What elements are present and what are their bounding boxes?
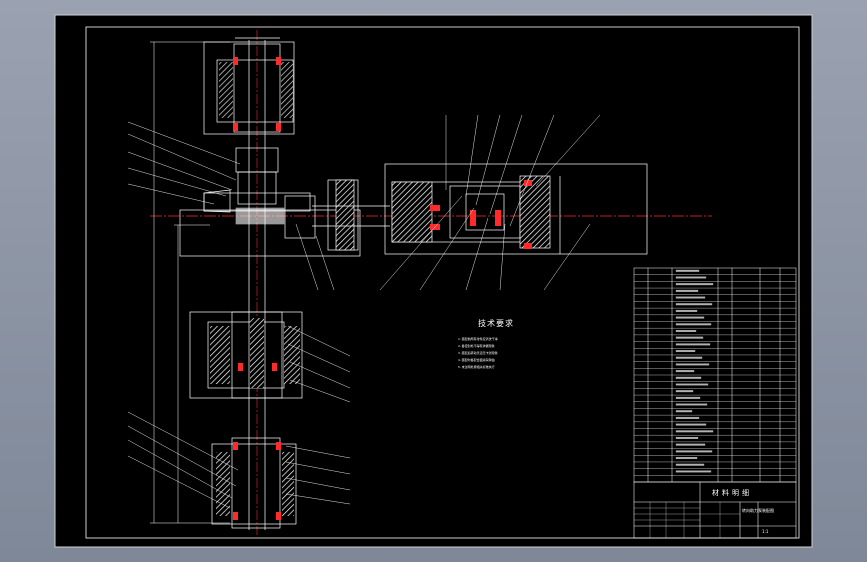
parts-list-cell-mark: [675, 416, 700, 419]
parts-list-cell-mark: [675, 443, 706, 446]
parts-list-cell-mark: [675, 283, 714, 286]
parts-list-cell-mark: [675, 303, 713, 306]
title-block: [633, 481, 797, 539]
drawing-border: [85, 26, 800, 539]
parts-list-cell-mark: [675, 390, 694, 393]
leaders-top-right: [445, 114, 601, 227]
parts-list-cell-mark: [675, 309, 698, 312]
lower-seals: [233, 363, 281, 520]
joint-block: [179, 189, 361, 257]
upper-housing-hatch: [219, 62, 293, 118]
parts-list-cell-mark: [675, 403, 708, 406]
leaders-left-upper: [127, 121, 241, 205]
lower-housing-hatch: [216, 452, 294, 516]
parts-list-cell-mark: [675, 410, 693, 413]
lower-housing: [211, 437, 297, 529]
parts-list-cell-mark: [675, 330, 697, 332]
middle-housing: [189, 311, 303, 399]
parts-list-cell-mark: [675, 423, 707, 426]
parts-list-cell-mark: [675, 370, 695, 373]
parts-list-cell-mark: [675, 356, 703, 359]
upper-seals: [233, 57, 281, 131]
parts-list-cell-mark: [675, 276, 707, 279]
middle-housing-hatch: [210, 318, 300, 388]
parts-list-cell-mark: [675, 323, 712, 326]
drawing-sheet: [54, 14, 813, 548]
parts-list-cell-mark: [675, 269, 700, 272]
requirement-line-5: 5.未注明处按相关标准执行: [458, 365, 495, 369]
parts-list-cell-mark: [675, 289, 699, 292]
parts-list-cell-mark: [675, 350, 696, 353]
coupling: [284, 179, 390, 251]
requirement-line-3: 3.装配后转动灵活无卡滞现象: [458, 351, 498, 355]
requirement-line-2: 2.各密封处不得有渗漏现象: [458, 344, 495, 348]
parts-list-cell-mark: [675, 396, 701, 399]
parts-list-cell-mark: [675, 457, 698, 460]
parts-list-rows: [634, 269, 796, 476]
parts-list-cell-mark: [675, 437, 699, 439]
technical-requirements-title: 技术要求: [478, 319, 514, 328]
parts-list-cell-mark: [675, 316, 705, 319]
parts-list-cell-mark: [675, 343, 711, 346]
parts-list-cell-mark: [675, 336, 704, 339]
title-block-grid: [634, 502, 740, 538]
parts-list-cell-mark: [675, 383, 709, 386]
main-shaft: [235, 40, 279, 530]
parts-list-cell-mark: [675, 470, 712, 473]
parts-list-cell-mark: [675, 463, 705, 466]
requirement-line-4: 4.装配时各配合面涂润滑油: [458, 358, 495, 362]
drawing-scale: 1:1: [762, 529, 769, 534]
parts-list-cell-mark: [675, 450, 713, 453]
parts-list-cell-mark: [675, 430, 714, 433]
leaders-bottom: [295, 195, 591, 291]
requirement-line-1: 1.装配前所有零件应清洗干净: [458, 337, 498, 341]
leaders-left-lower: [127, 411, 239, 509]
parts-list-cell-mark: [675, 376, 702, 379]
leaders-right-middle: [285, 325, 351, 505]
parts-table-title: 材料明细: [712, 489, 752, 497]
parts-list-cell-mark: [675, 296, 706, 299]
parts-list-cell-mark: [675, 363, 710, 366]
drawing-name: 转向助力泵装配图: [742, 508, 774, 513]
